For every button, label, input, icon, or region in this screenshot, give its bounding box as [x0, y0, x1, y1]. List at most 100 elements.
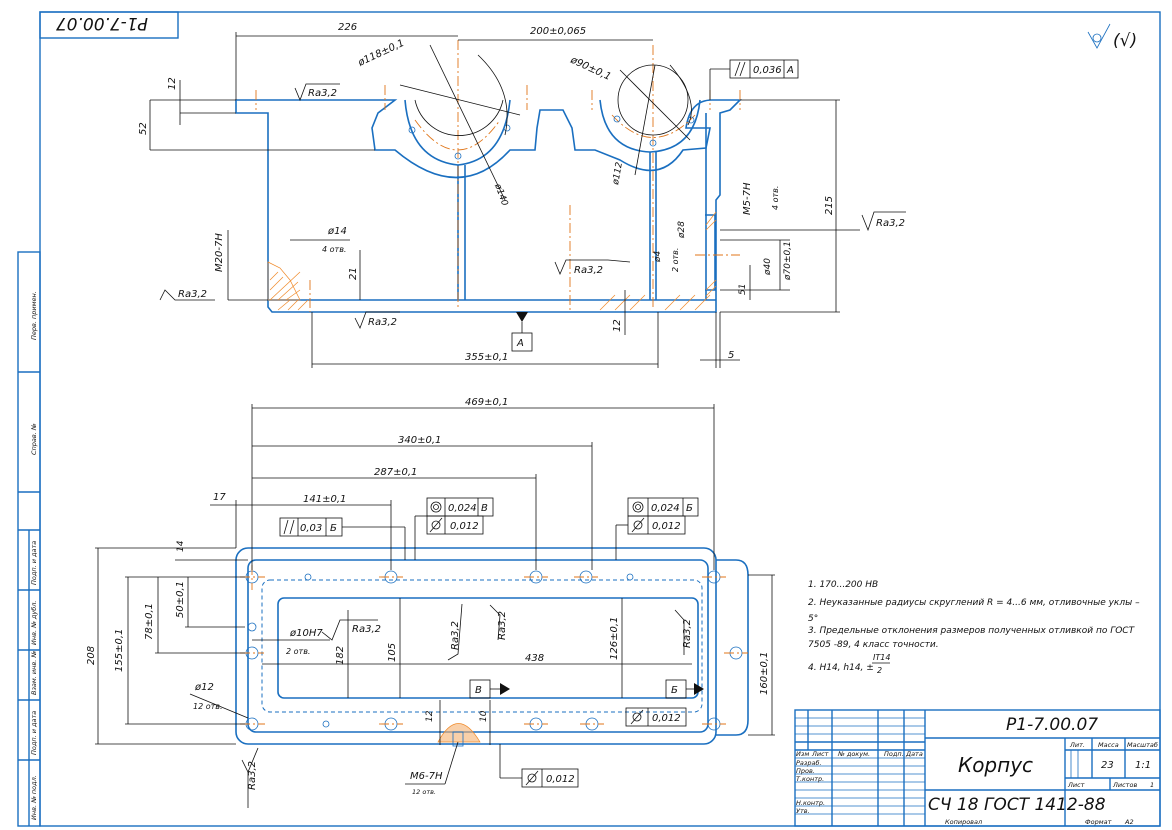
stamp-col-list: Лист	[811, 750, 829, 758]
dim-d4: ø4	[653, 250, 663, 263]
svg-text:А: А	[516, 338, 524, 349]
material: СЧ 18 ГОСТ 1412-88	[928, 795, 1106, 815]
stamp-row-nkontr: Н.контр.	[796, 799, 825, 807]
stamp-sheet: Лист	[1067, 781, 1085, 789]
tolerance-concentric-2: 0,024 Б	[627, 497, 699, 517]
dim-208: 208	[86, 646, 97, 665]
ra-top-4: Ra3,2	[674, 609, 693, 655]
stamp-col-sign: Подп.	[884, 750, 904, 758]
drawing-code-stamp: Р1-7.00.07	[1006, 715, 1098, 735]
technical-notes: 1. 170...200 НВ 2. Неуказанные радиусы с…	[808, 580, 1140, 675]
svg-text:0,012: 0,012	[652, 521, 681, 532]
svg-text:Ra3,2: Ra3,2	[574, 265, 603, 276]
dim-105: 105	[387, 643, 398, 662]
ra-top-1: Ra3,2	[321, 619, 381, 641]
holes	[245, 570, 743, 731]
surface-roughness-symbol: (√)	[1087, 23, 1137, 51]
dim-141: 141±0,1	[303, 494, 346, 505]
dim-14: 14	[176, 540, 186, 552]
dim-10: 10	[479, 710, 489, 722]
side-label-7: Инв. № подл.	[30, 775, 38, 820]
svg-text:Б: Б	[330, 523, 337, 534]
ra-front-3: Ra3,2	[354, 311, 400, 329]
tolerance-parallel-front: 0,036 А	[709, 59, 799, 100]
side-label-2: Справ. №	[30, 423, 38, 455]
tolerance-parallel-top: 0,03 Б	[279, 517, 406, 560]
dim-4otv: 4 отв.	[322, 245, 346, 254]
dim-m6: М6-7Н	[410, 771, 443, 782]
dim-51: 51	[738, 284, 748, 295]
dim-d90: ø90±0,1	[568, 54, 613, 83]
front-view: 226 200±0,065 ø118±0,1 ø90±0,1 ø140 ø112…	[138, 22, 906, 368]
dim-355: 355±0,1	[465, 352, 508, 363]
ra-top-3: Ra3,2	[489, 604, 508, 641]
stamp-sheets: Листов	[1112, 781, 1137, 789]
dim-m20: М20-7Н	[214, 233, 225, 272]
note-3: 3. Предельные отклонения размеров получе…	[808, 626, 1136, 636]
dim-m5: М5-7Н	[742, 182, 753, 215]
dim-d12: ø12	[194, 682, 214, 693]
ra-top-5: Ra3,2	[241, 747, 259, 808]
stamp-masshtab: Масштаб	[1127, 741, 1158, 749]
svg-text:Ra3,2: Ra3,2	[352, 624, 381, 635]
svg-text:Ra3,2: Ra3,2	[368, 317, 397, 328]
svg-text:В: В	[475, 685, 482, 696]
ra-front-4: Ra3,2	[554, 259, 631, 276]
tolerance-cylindric-4: 0,012	[499, 744, 579, 788]
dim-4otv-2: 4 отв.	[771, 186, 780, 210]
svg-text:0,012: 0,012	[450, 521, 479, 532]
svg-text:А: А	[786, 65, 794, 76]
code-box-top	[39, 11, 179, 39]
stamp-row-prov: Пров.	[796, 767, 815, 775]
svg-text:Ra3,2: Ra3,2	[450, 621, 461, 650]
ra-front-1: Ra3,2	[294, 83, 340, 102]
svg-text:Б: Б	[671, 685, 678, 696]
svg-text:В: В	[481, 503, 488, 514]
svg-text:Б: Б	[686, 503, 693, 514]
title-block: Изм Лист № докум. Подп. Дата Разраб. Про…	[794, 709, 1161, 827]
dim-d14: ø14	[327, 226, 347, 237]
dim-340: 340±0,1	[398, 435, 441, 446]
side-label-5: Взам. инв. №	[30, 651, 38, 695]
tolerance-concentric-1: 0,024 В	[426, 497, 494, 517]
dim-160: 160±0,1	[759, 652, 770, 695]
datum-v: В	[469, 679, 510, 699]
format-label: Формат	[1085, 818, 1112, 826]
note-3b: 7505 -89, 4 класс точности.	[808, 640, 939, 650]
stamp-row-utv: Утв.	[796, 807, 810, 815]
svg-text:Ra3,2: Ra3,2	[876, 218, 905, 229]
dim-287: 287±0,1	[374, 467, 417, 478]
scale-value: 1:1	[1135, 760, 1151, 771]
dim-12b: 12	[425, 710, 435, 722]
dim-d118: ø118±0,1	[356, 38, 406, 69]
dim-12-top: 12	[167, 77, 178, 90]
dim-12otv: 12 отв.	[193, 702, 223, 711]
stamp-row-razrab: Разраб.	[796, 759, 822, 767]
stamp-massa: Масса	[1098, 741, 1119, 749]
svg-text:0,036: 0,036	[753, 65, 782, 76]
dim-200: 200±0,065	[530, 26, 586, 37]
svg-text:0,03: 0,03	[300, 523, 322, 534]
dim-12otv-2: 12 отв.	[412, 788, 436, 796]
side-strip: Перв. примен. Справ. № Подп. и дата Инв.…	[17, 251, 41, 827]
dim-d40: ø40	[763, 258, 773, 276]
tolerance-cylindric-2: 0,012	[615, 515, 686, 560]
stamp-lit: Лит.	[1069, 741, 1085, 749]
svg-text:Ra3,2: Ra3,2	[247, 761, 258, 790]
note-4-it: IT14	[873, 653, 890, 662]
dim-52: 52	[138, 122, 149, 135]
dim-126: 126±0,1	[609, 617, 620, 660]
datum-b: Б	[665, 679, 704, 699]
top-view: 469±0,1 340±0,1 287±0,1 141±0,1 17 438 2…	[86, 397, 775, 808]
dim-469: 469±0,1	[465, 397, 508, 408]
svg-text:0,024: 0,024	[651, 503, 680, 514]
side-label-6: Подп. и дата	[30, 711, 38, 755]
dim-155: 155±0,1	[114, 629, 125, 672]
copied-label: Копировал	[945, 818, 982, 826]
svg-text:Ra3,2: Ra3,2	[497, 611, 508, 640]
datum-a: А	[511, 312, 533, 352]
ra-top-2: Ra3,2	[447, 603, 463, 661]
dim-5: 5	[728, 350, 734, 361]
svg-text:Ra3,2: Ra3,2	[178, 289, 207, 300]
svg-text:Ra3,2: Ra3,2	[682, 619, 693, 648]
